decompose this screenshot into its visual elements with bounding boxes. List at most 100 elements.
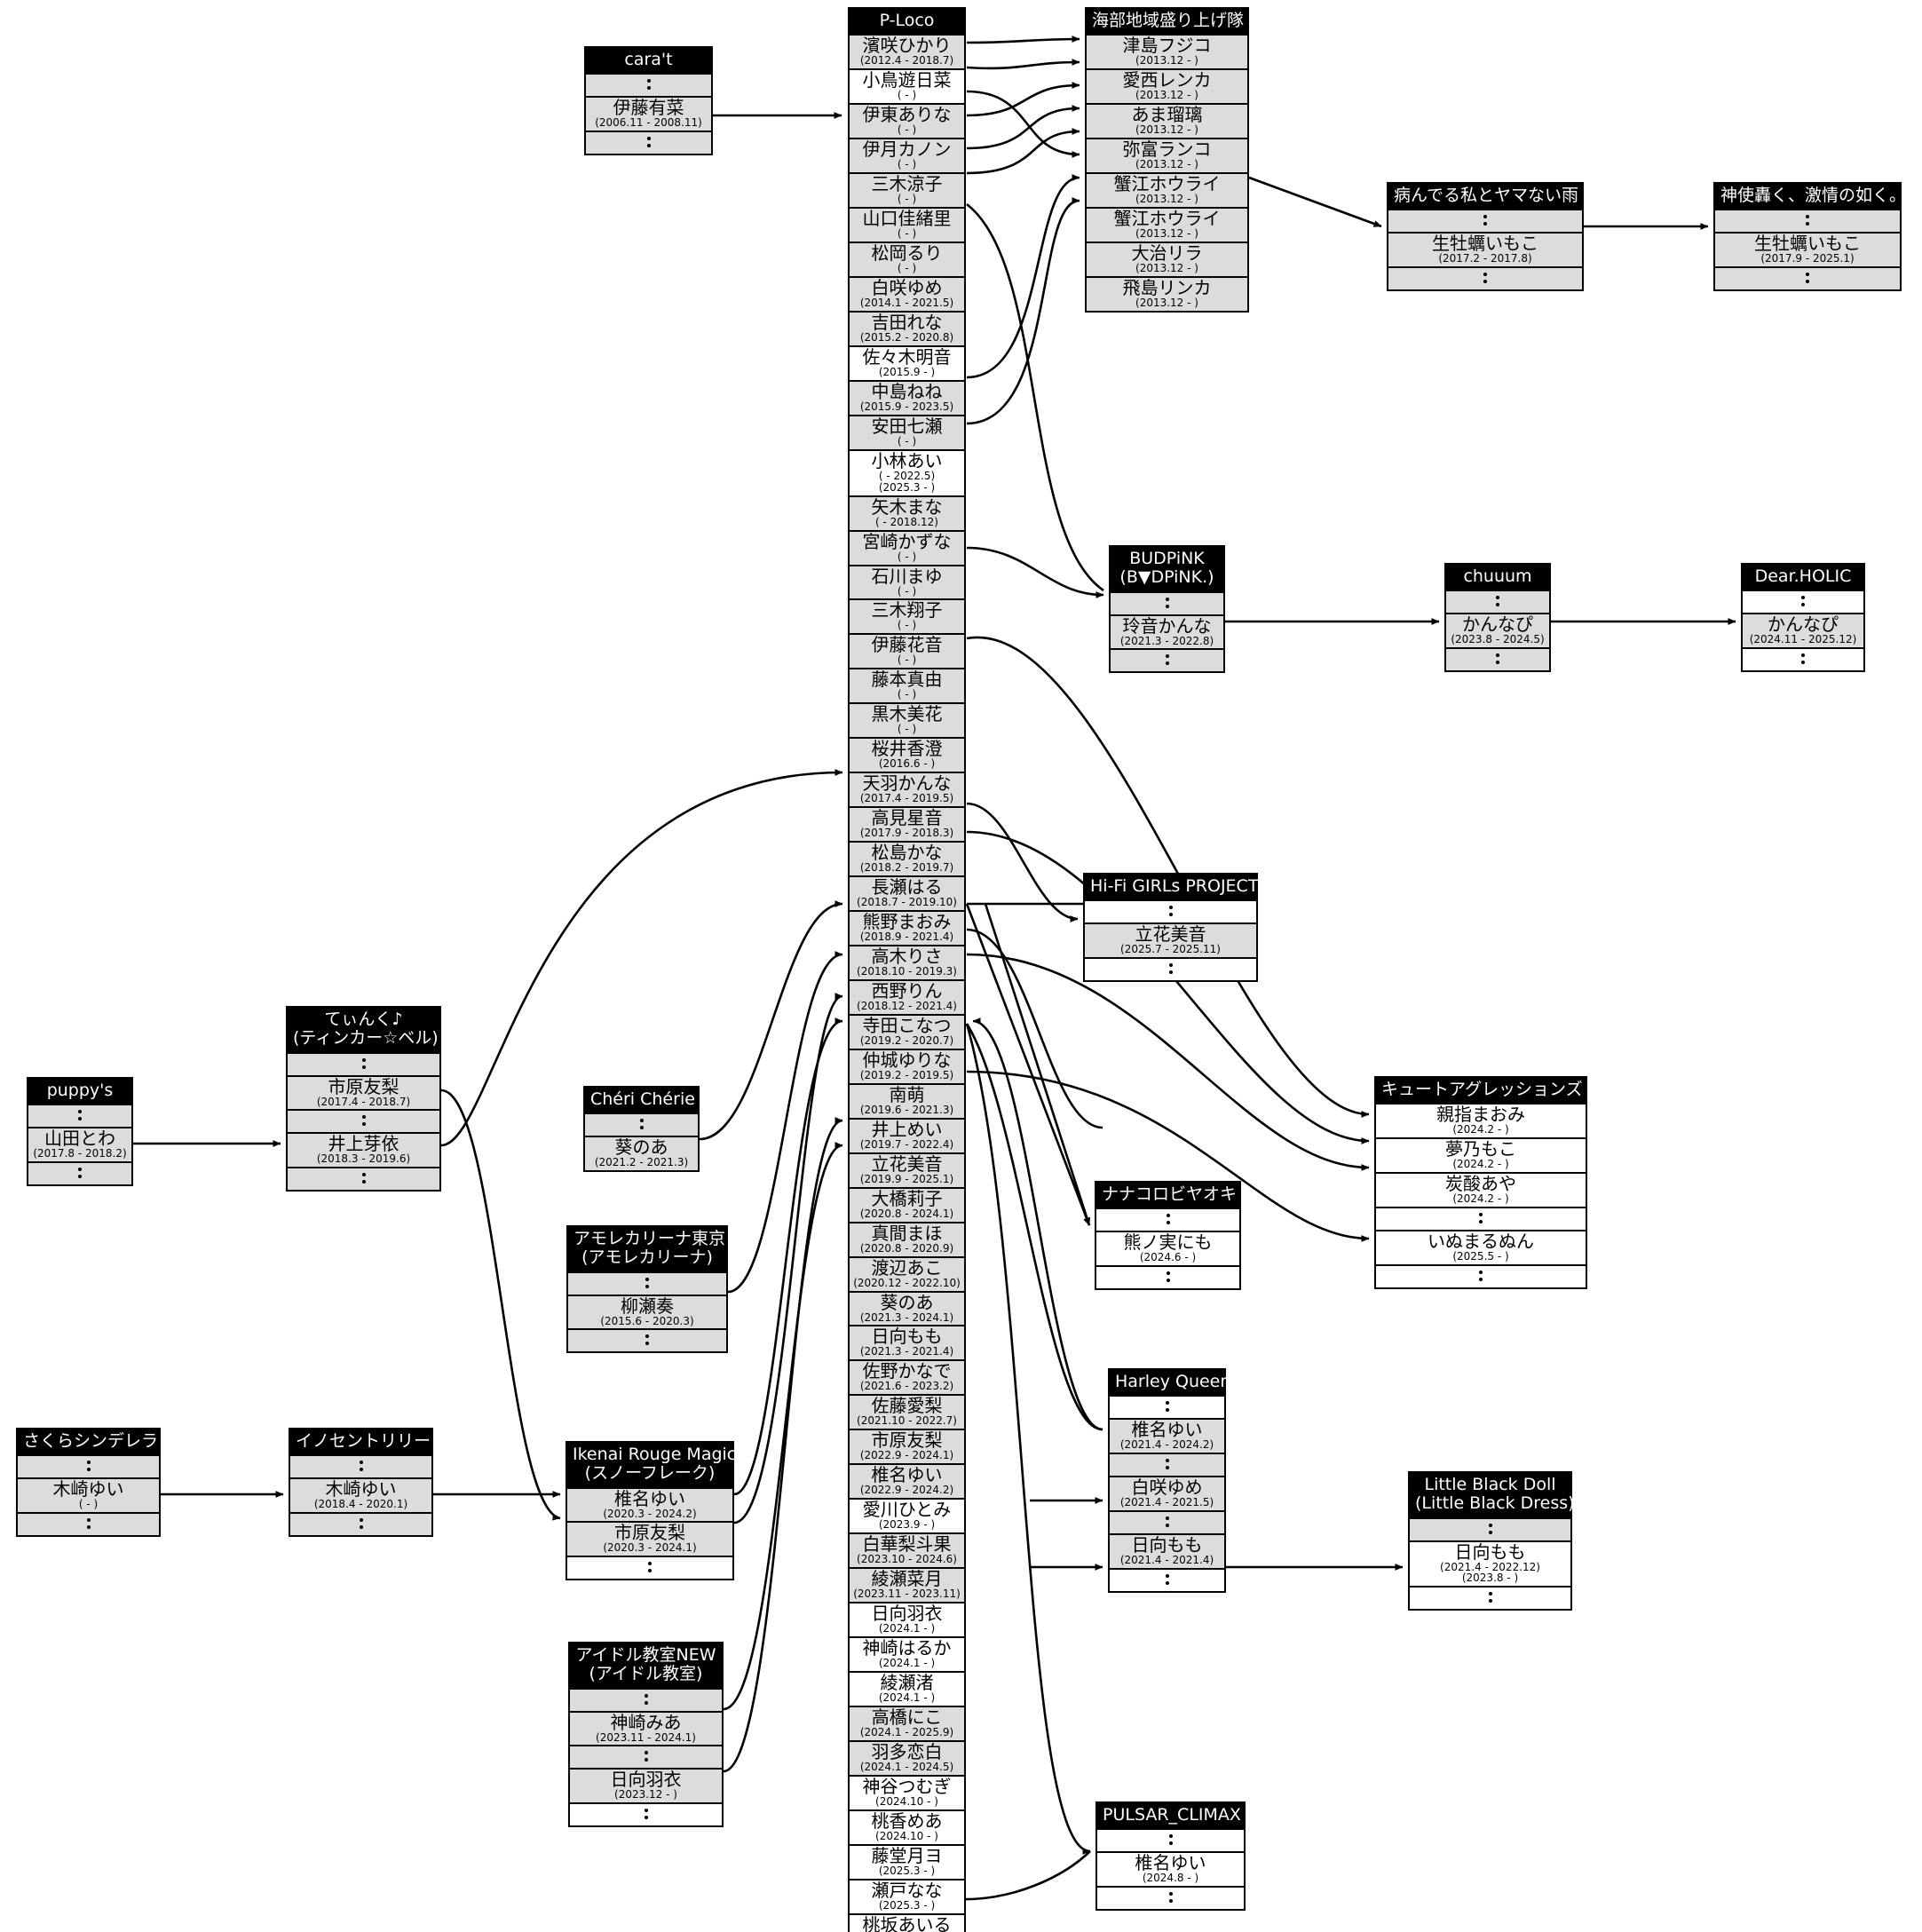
member-row[interactable]: 伊東ありな( - ): [850, 103, 964, 139]
member-row[interactable]: 津島フジコ(2013.12 - ): [1087, 34, 1247, 69]
member-row[interactable]: 真間まほ(2020.8 - 2020.9): [850, 1221, 964, 1256]
member-row[interactable]: 日向羽衣(2023.12 - ): [570, 1768, 722, 1803]
member-row[interactable]: 市原友梨(2022.9 - 2024.1): [850, 1429, 964, 1464]
group-row-ellipsis[interactable]: [28, 1161, 131, 1185]
member-row[interactable]: 仲城ゆりな(2019.2 - 2019.5): [850, 1048, 964, 1083]
member-row[interactable]: 葵のあ(2021.3 - 2024.1): [850, 1290, 964, 1326]
group-row-ellipsis[interactable]: [290, 1512, 431, 1536]
member-row[interactable]: 佐々木明音(2015.9 - ): [850, 344, 964, 380]
member-row[interactable]: 木崎ゆい( - ): [18, 1477, 159, 1513]
group-row-ellipsis[interactable]: [1388, 209, 1582, 233]
member-row[interactable]: 日向もも(2021.4 - 2021.4): [1110, 1533, 1224, 1569]
group-row-ellipsis[interactable]: [1376, 1264, 1586, 1288]
group-box-yandel[interactable]: 病んでる私とヤマない雨生牡蠣いもこ(2017.2 - 2017.8): [1387, 182, 1584, 292]
group-box-cuteaggressions[interactable]: キュートアグレッションズ親指まおみ(2024.2 - )夢乃もこ(2024.2 …: [1374, 1076, 1587, 1290]
member-row[interactable]: 炭酸あや(2024.2 - ): [1376, 1172, 1586, 1208]
group-row-ellipsis[interactable]: [1111, 590, 1223, 614]
member-row[interactable]: 桃香めあ(2024.10 - ): [850, 1809, 964, 1844]
member-row[interactable]: 山口佳緒里( - ): [850, 207, 964, 242]
group-row-ellipsis[interactable]: [586, 131, 711, 154]
member-row[interactable]: 松岡るり( - ): [850, 241, 964, 276]
group-box-sakuracinderella[interactable]: さくらシンデレラ木崎ゆい( - ): [16, 1428, 161, 1538]
member-row[interactable]: 綾瀬渚(2024.1 - ): [850, 1671, 964, 1706]
member-row[interactable]: 藤堂月ヨ(2025.3 - ): [850, 1843, 964, 1879]
member-row[interactable]: 高見星音(2017.9 - 2018.3): [850, 806, 964, 842]
member-row[interactable]: 吉田れな(2015.2 - 2020.8): [850, 310, 964, 345]
member-row[interactable]: 愛西レンカ(2013.12 - ): [1087, 68, 1247, 104]
member-row[interactable]: 立花美音(2019.9 - 2025.1): [850, 1152, 964, 1187]
member-row[interactable]: あま瑠璃(2013.12 - ): [1087, 103, 1247, 139]
group-box-littleblackdoll[interactable]: Little Black Doll(Little Black Dress)日向も…: [1408, 1471, 1575, 1611]
group-row-ellipsis[interactable]: [288, 1167, 439, 1191]
member-row[interactable]: 桜井香澄(2016.6 - ): [850, 737, 964, 772]
member-row[interactable]: 親指まおみ(2024.2 - ): [1376, 1103, 1586, 1138]
member-row[interactable]: 神谷つむぎ(2024.10 - ): [850, 1774, 964, 1809]
group-row-ellipsis[interactable]: [1715, 209, 1900, 233]
member-row[interactable]: 玲音かんな(2021.3 - 2022.8): [1111, 614, 1223, 649]
member-row[interactable]: 市原友梨(2020.3 - 2024.1): [567, 1521, 732, 1556]
member-row[interactable]: 小林あい( - 2022.5)(2025.3 - ): [850, 448, 964, 495]
member-row[interactable]: 天羽かんな(2017.4 - 2019.5): [850, 772, 964, 807]
member-row[interactable]: 矢木まな( - 2018.12): [850, 495, 964, 530]
member-row[interactable]: 神崎みあ(2023.11 - 2024.1): [570, 1710, 722, 1746]
member-row[interactable]: いぬまるぬん(2025.5 - ): [1376, 1230, 1586, 1265]
member-row[interactable]: 三木翔子( - ): [850, 598, 964, 634]
member-row[interactable]: 神崎はるか(2024.1 - ): [850, 1636, 964, 1672]
member-row[interactable]: 中島ねね(2015.9 - 2023.5): [850, 379, 964, 415]
group-row-ellipsis[interactable]: [1410, 1516, 1570, 1540]
member-row[interactable]: 伊藤花音( - ): [850, 633, 964, 669]
member-row[interactable]: 瀬戸なな(2025.3 - ): [850, 1878, 964, 1913]
member-row[interactable]: 椎名ゆい(2022.9 - 2024.2): [850, 1463, 964, 1499]
member-row[interactable]: 高橋にこ(2024.1 - 2025.9): [850, 1705, 964, 1740]
member-row[interactable]: 南萌(2019.6 - 2021.3): [850, 1082, 964, 1118]
member-row[interactable]: 愛川ひとみ(2023.9 - ): [850, 1498, 964, 1533]
group-row-ellipsis[interactable]: [1410, 1586, 1570, 1610]
member-row[interactable]: 生牡蠣いもこ(2017.2 - 2017.8): [1388, 232, 1582, 267]
group-row-ellipsis[interactable]: [1388, 266, 1582, 290]
member-row[interactable]: 日向羽衣(2024.1 - ): [850, 1602, 964, 1637]
group-row-ellipsis[interactable]: [570, 1687, 722, 1711]
member-row[interactable]: 日向もも(2021.3 - 2021.4): [850, 1325, 964, 1360]
member-row[interactable]: 綾瀬菜月(2023.11 - 2023.11): [850, 1567, 964, 1603]
member-row[interactable]: 小鳥遊日菜( - ): [850, 68, 964, 104]
member-row[interactable]: 白咲ゆめ(2014.1 - 2021.5): [850, 275, 964, 311]
member-row[interactable]: かんなぴ(2024.11 - 2025.12): [1743, 613, 1863, 648]
group-row-ellipsis[interactable]: [290, 1454, 431, 1478]
member-row[interactable]: 柳瀬奏(2015.6 - 2020.3): [568, 1294, 726, 1329]
member-row[interactable]: 松島かな(2018.2 - 2019.7): [850, 841, 964, 876]
group-box-innocentlily[interactable]: イノセントリリー木崎ゆい(2018.4 - 2020.1): [289, 1428, 433, 1538]
member-row[interactable]: 濱咲ひかり(2012.4 - 2018.7): [850, 34, 964, 69]
member-row[interactable]: 立花美音(2025.7 - 2025.11): [1085, 922, 1256, 958]
member-row[interactable]: 伊藤有菜(2006.11 - 2008.11): [586, 96, 711, 131]
group-row-ellipsis[interactable]: [18, 1454, 159, 1478]
member-row[interactable]: 井上めい(2019.7 - 2022.4): [850, 1117, 964, 1152]
member-row[interactable]: 熊野まおみ(2018.9 - 2021.4): [850, 910, 964, 945]
member-row[interactable]: 白華梨斗果(2023.10 - 2024.6): [850, 1532, 964, 1568]
member-row[interactable]: 椎名ゆい(2024.8 - ): [1097, 1851, 1244, 1887]
member-row[interactable]: 木崎ゆい(2018.4 - 2020.1): [290, 1477, 431, 1513]
group-row-ellipsis[interactable]: [1085, 899, 1256, 923]
member-row[interactable]: 桃坂あいる(2025.3 - ): [850, 1912, 964, 1932]
group-box-ikenairouge[interactable]: Ikenai Rouge Magic(スノーフレーク)椎名ゆい(2020.3 -…: [566, 1441, 736, 1581]
group-box-amorecarina[interactable]: アモレカリーナ東京(アモレカリーナ)柳瀬奏(2015.6 - 2020.3): [566, 1225, 728, 1354]
member-row[interactable]: 夢乃もこ(2024.2 - ): [1376, 1137, 1586, 1173]
group-row-ellipsis[interactable]: [1743, 647, 1863, 671]
member-row[interactable]: 市原友梨(2017.4 - 2018.7): [288, 1074, 439, 1110]
group-row-ellipsis[interactable]: [1096, 1208, 1239, 1231]
group-row-ellipsis[interactable]: [585, 1112, 698, 1136]
group-row-ellipsis[interactable]: [586, 73, 711, 97]
member-row[interactable]: 大治リラ(2013.12 - ): [1087, 241, 1247, 276]
member-row[interactable]: 生牡蠣いもこ(2017.9 - 2025.1): [1715, 232, 1900, 267]
member-row[interactable]: 黒木美花( - ): [850, 702, 964, 738]
group-box-budpink[interactable]: BUDPiNK(B▼DPiNK.)玲音かんな(2021.3 - 2022.8): [1109, 545, 1225, 674]
member-row[interactable]: 飛島リンカ(2013.12 - ): [1087, 275, 1247, 311]
member-row[interactable]: 白咲ゆめ(2021.4 - 2021.5): [1110, 1476, 1224, 1511]
member-row[interactable]: 日向もも(2021.4 - 2022.12)(2023.8 - ): [1410, 1540, 1570, 1587]
member-row[interactable]: 安田七瀬( - ): [850, 414, 964, 449]
